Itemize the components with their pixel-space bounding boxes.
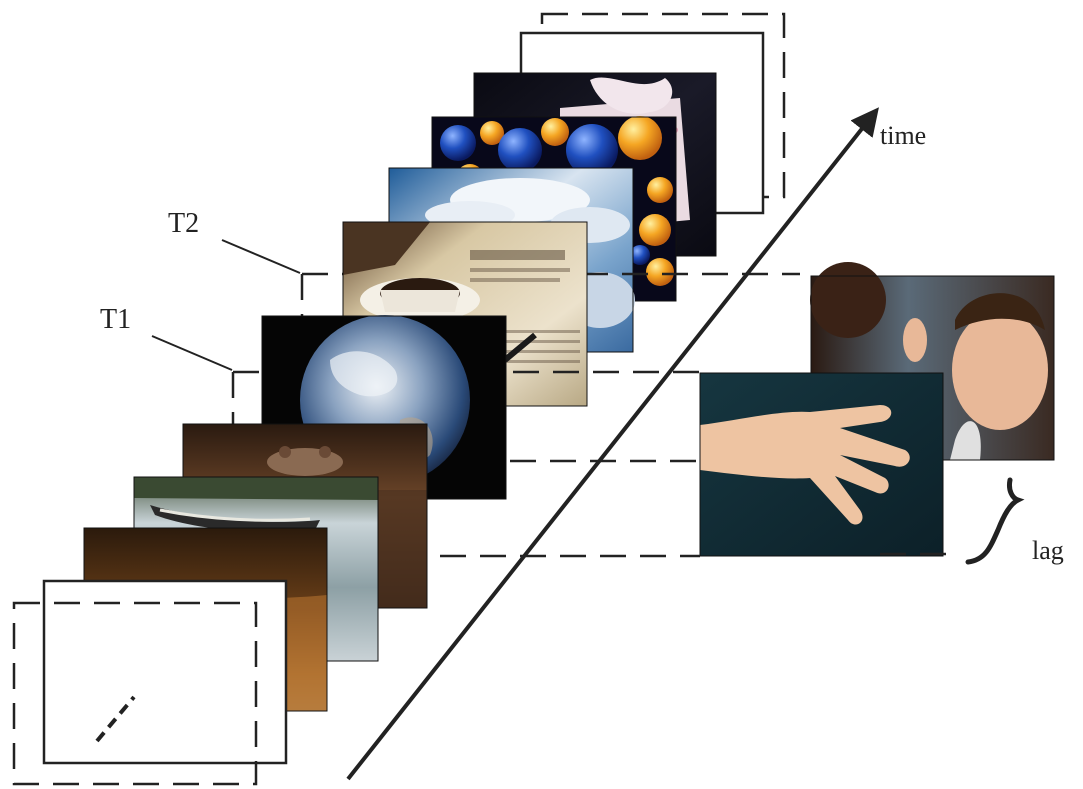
start-fixation-frames <box>14 581 286 784</box>
t1-pointer <box>152 336 232 370</box>
t2-pointer <box>222 240 300 273</box>
lag-brace <box>968 480 1018 562</box>
time-label: time <box>880 121 926 150</box>
hand-photo <box>700 373 943 556</box>
lag-label: lag <box>1032 536 1064 565</box>
t1-label: T1 <box>100 304 131 335</box>
t2-label: T2 <box>168 208 199 239</box>
